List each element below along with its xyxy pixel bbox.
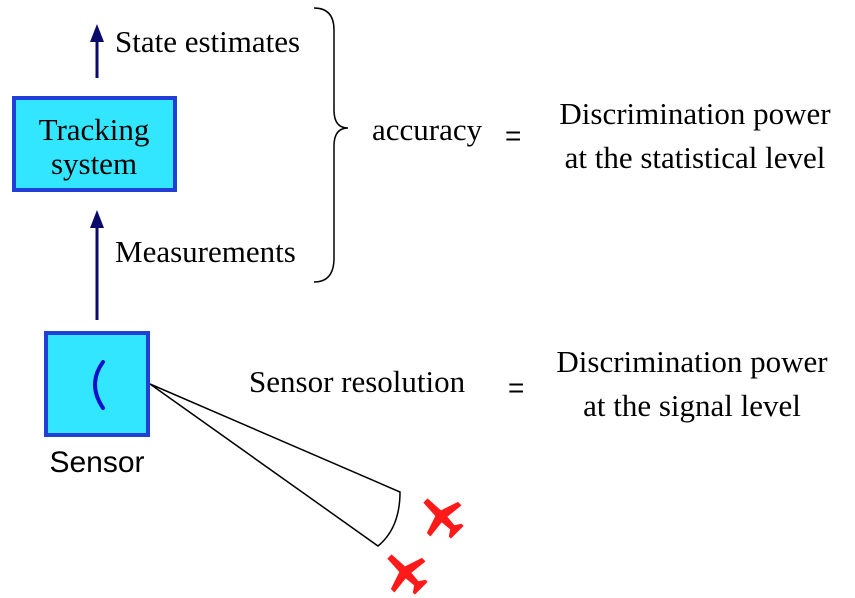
resolution-equals-sign: = (508, 372, 524, 403)
sensor-label: Sensor (49, 446, 144, 479)
aircraft-icon (387, 554, 428, 595)
tracking-system-box (12, 96, 177, 192)
radar-icon (93, 360, 105, 410)
resolution-definition-line1: Discrimination power (556, 344, 828, 379)
grouping-brace (313, 7, 349, 283)
state-estimates-arrow (90, 24, 104, 78)
accuracy-equals-sign: = (505, 120, 521, 151)
accuracy-label: accuracy (372, 112, 483, 147)
tracking-system-label-line2: system (51, 146, 137, 181)
sensor-resolution-label: Sensor resolution (249, 364, 466, 399)
measurements-label: Measurements (115, 234, 296, 269)
resolution-definition-line2: at the signal level (583, 388, 801, 423)
aircraft-icon (423, 498, 464, 539)
tracking-system-label-line1: Tracking (39, 112, 150, 147)
state-estimates-label: State estimates (115, 24, 300, 59)
radar-beam (149, 383, 401, 547)
accuracy-definition-line2: at the statistical level (565, 140, 826, 175)
measurements-arrow (90, 210, 104, 320)
accuracy-definition-line1: Discrimination power (559, 96, 831, 131)
